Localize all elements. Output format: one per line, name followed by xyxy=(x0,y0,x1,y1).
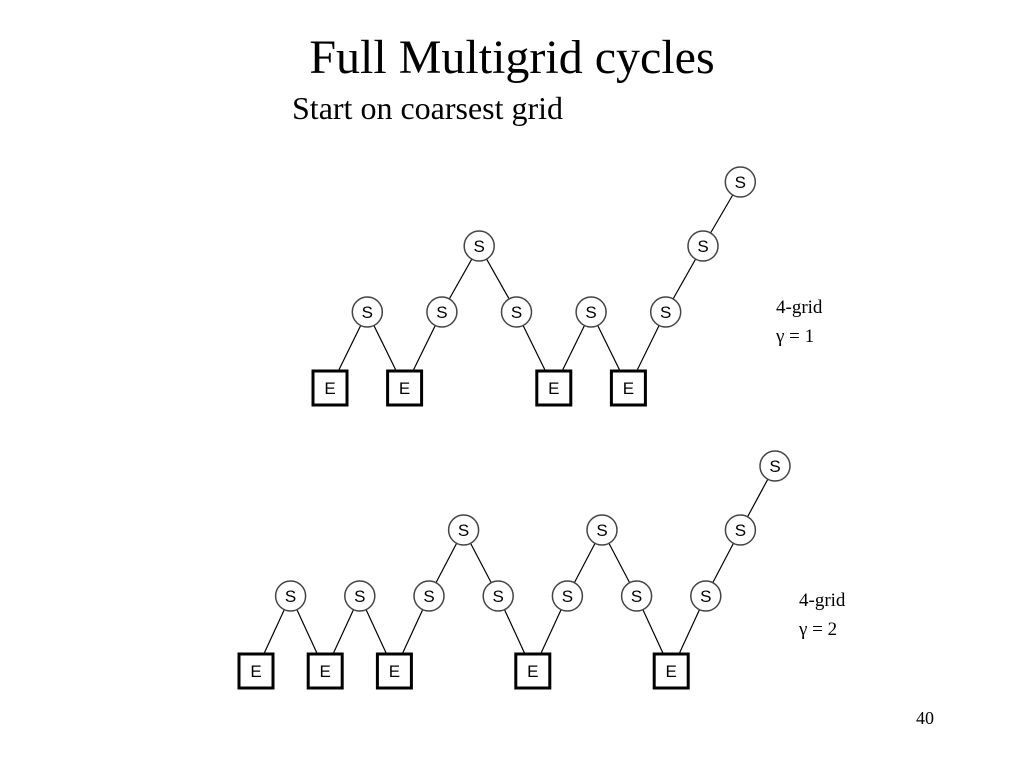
exact-solve-node: E xyxy=(652,652,690,690)
node-label: S xyxy=(436,303,447,322)
smoothing-node: S xyxy=(551,580,584,612)
diagram-gamma-1: E S E S S S E S E S S S 4-grid γ = 1 xyxy=(311,166,823,407)
node-label: S xyxy=(596,521,607,540)
smoothing-node: S xyxy=(426,296,458,328)
node-label: S xyxy=(285,587,296,606)
smoothing-node: S xyxy=(575,296,607,328)
diagram-1-grid-label: 4-grid xyxy=(776,297,823,318)
smoothing-node: S xyxy=(687,230,719,262)
exact-solve-node: E xyxy=(535,369,573,407)
node-label: S xyxy=(458,521,469,540)
node-label: E xyxy=(389,662,400,681)
exact-solve-node: E xyxy=(514,652,552,690)
smoothing-node: S xyxy=(620,580,653,612)
smoothing-node: S xyxy=(500,296,533,328)
smoothing-node: S xyxy=(649,296,682,328)
exact-solve-node: E xyxy=(311,369,349,407)
slide-subtitle: Start on coarsest grid xyxy=(292,90,564,126)
node-label: S xyxy=(631,587,642,606)
node-label: S xyxy=(769,457,780,476)
node-label: S xyxy=(697,237,708,256)
node-label: E xyxy=(399,379,410,398)
node-label: S xyxy=(660,303,671,322)
node-label: S xyxy=(511,303,522,322)
smoothing-node: S xyxy=(482,580,514,612)
diagram-1-gamma-label: γ = 1 xyxy=(775,326,814,347)
page-number: 40 xyxy=(916,708,934,728)
slide-title: Full Multigrid cycles xyxy=(309,31,715,84)
node-label: S xyxy=(735,173,746,192)
node-label: S xyxy=(362,303,373,322)
smoothing-node: S xyxy=(274,580,307,612)
smoothing-node: S xyxy=(586,514,618,546)
smoothing-node: S xyxy=(690,580,722,612)
diagram-2-grid-label: 4-grid xyxy=(799,590,846,611)
node-label: S xyxy=(423,587,434,606)
exact-solve-node: E xyxy=(386,369,424,407)
node-label: S xyxy=(735,521,746,540)
node-label: S xyxy=(562,587,573,606)
node-label: E xyxy=(250,662,261,681)
node-label: S xyxy=(493,587,504,606)
smoothing-node: S xyxy=(724,514,757,546)
node-label: S xyxy=(700,587,711,606)
node-label: E xyxy=(666,662,677,681)
smoothing-node: S xyxy=(413,580,445,612)
node-label: E xyxy=(623,379,634,398)
diagram-gamma-2: E S E S E S S S E S S S E S S S 4-grid γ = 2 xyxy=(237,450,846,690)
smoothing-node: S xyxy=(351,296,384,328)
node-label: S xyxy=(354,587,365,606)
node-label: E xyxy=(320,662,331,681)
smoothing-node: S xyxy=(344,580,376,612)
exact-solve-node: E xyxy=(375,652,413,690)
exact-solve-node: E xyxy=(609,369,647,407)
smoothing-node: S xyxy=(724,166,757,198)
diagram-2-gamma-label: γ = 2 xyxy=(798,619,837,640)
node-label: E xyxy=(527,662,538,681)
node-label: E xyxy=(548,379,559,398)
smoothing-node: S xyxy=(447,514,480,546)
smoothing-node: S xyxy=(759,450,791,482)
node-label: E xyxy=(324,379,335,398)
node-label: S xyxy=(585,303,596,322)
exact-solve-node: E xyxy=(237,652,275,690)
smoothing-node: S xyxy=(463,230,495,262)
exact-solve-node: E xyxy=(306,652,344,690)
node-label: S xyxy=(474,237,485,256)
